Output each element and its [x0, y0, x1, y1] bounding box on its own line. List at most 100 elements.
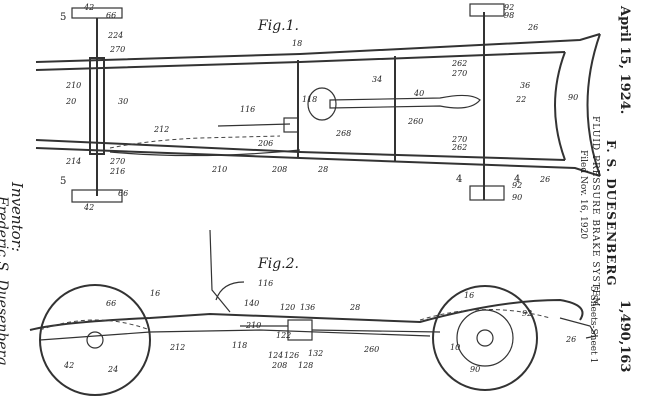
fig1-ref: 214: [65, 157, 81, 166]
fig1-ref: 216: [109, 167, 125, 176]
fig1-ref: 270: [451, 135, 467, 144]
fig2-ref: 92: [522, 309, 532, 318]
fig1-ref: 30: [118, 97, 128, 106]
fig1-ref: 92: [512, 181, 522, 190]
fig2-frame-lower: [39, 329, 431, 341]
fig2-ref: 136: [300, 303, 315, 312]
fig1-ref: 90: [568, 93, 578, 102]
sheets-label: 5 Sheets-Sheet 1: [588, 286, 598, 364]
fig2-ref: 140: [244, 299, 259, 308]
fig2-rear-horn: [559, 317, 597, 339]
fig1-ref: 224: [107, 31, 123, 40]
fig2-ref: 66: [106, 299, 116, 308]
fig2-ref: 260: [363, 345, 379, 354]
patent-number-label: 1,490,163: [617, 300, 632, 373]
fig1-caption: Fig.1.: [257, 18, 299, 34]
fig2-front-hub: [86, 331, 104, 349]
fig1-frame-rail-bottom: [35, 147, 601, 177]
fig2-ref: 24: [107, 365, 118, 374]
fig1-drawing: 5 5 4 4 Fig.1. 66 42 224 270 210 20 30 2…: [35, 3, 601, 212]
fig2-ref: 28: [349, 303, 360, 312]
inventor-signature: Frederic S. Duesenberg: [0, 196, 10, 366]
fig1-ref: 42: [83, 203, 94, 212]
fig1-ref: 26: [527, 23, 538, 32]
fig2-ref: 120: [280, 303, 295, 312]
fig1-section-mark-2: 5: [60, 176, 66, 187]
fig1-brake-line-210: [109, 149, 301, 157]
fig2-ref: 116: [258, 279, 273, 288]
fig2-ref: 16: [464, 291, 474, 300]
fig2-ref: 118: [232, 341, 247, 350]
fig1-ref: 34: [372, 75, 382, 84]
fig1-ref: 18: [292, 39, 302, 48]
fig2-ref: 132: [308, 349, 323, 358]
fig2-brake-line-rear: [311, 329, 441, 333]
fig2-steering-column: [209, 229, 231, 313]
fig2-ref: 212: [169, 343, 185, 352]
filed-label: Filed Nov. 16, 1920: [578, 150, 588, 240]
fig1-ref: 36: [520, 81, 530, 90]
fig1-ref: 26: [539, 175, 550, 184]
fig1-ref: 22: [515, 95, 526, 104]
fig1-ref: 270: [109, 45, 125, 54]
fig1-front-wheel-top: [71, 7, 123, 19]
fig1-ref: 40: [413, 89, 424, 98]
fig1-ref: 262: [451, 59, 467, 68]
fig2-drawing: Fig.2. 116 140 120 136 210 118 122 124 1…: [29, 229, 597, 396]
fig1-section-mark-4: 4: [514, 174, 520, 185]
fig2-ref: 210: [245, 321, 261, 330]
fig2-ref: 128: [298, 361, 313, 370]
fig2-master-cylinder: [287, 319, 313, 341]
fig2-rear-wheel: [432, 285, 538, 391]
fig1-frame-rail-bottom-inner: [35, 139, 566, 161]
title-label: FLUID PRESSURE BRAKE SYSTEM: [590, 116, 600, 308]
fig1-ref: 268: [335, 129, 351, 138]
fig1-rear-curve: [554, 51, 566, 161]
fig1-ref: 208: [271, 165, 287, 174]
fig2-rear-spring: [419, 309, 551, 321]
fig1-rear-curve-outer: [586, 33, 601, 177]
fig1-ref: 20: [65, 97, 76, 106]
fig2-ref: 208: [271, 361, 287, 370]
fig2-ref: 122: [276, 331, 291, 340]
fig2-ref: 126: [284, 351, 299, 360]
fig1-gearbox: [307, 87, 337, 121]
fig1-rear-wheel-top: [469, 3, 505, 17]
fig1-rear-wheel-bottom: [469, 185, 505, 201]
fig2-rear-hub-outer: [456, 309, 514, 367]
fig1-ref: 206: [257, 139, 273, 148]
fig1-pedal-rod: [217, 123, 291, 127]
fig1-ref: 270: [109, 157, 125, 166]
fig1-ref: 92: [504, 3, 514, 12]
fig1-ref: 28: [317, 165, 328, 174]
fig1-ref: 118: [302, 95, 317, 104]
fig1-ref: 66: [118, 189, 128, 198]
inventor-label: F. S. DUESENBERG: [604, 140, 618, 287]
fig2-ref: 90: [470, 365, 480, 374]
fig1-ref: 210: [65, 81, 81, 90]
fig2-front-spring: [39, 319, 151, 331]
fig2-ref: 42: [63, 361, 74, 370]
fig1-torque-tube: [329, 94, 481, 109]
fig1-ref: 90: [512, 193, 522, 202]
fig2-ref: 16: [150, 289, 160, 298]
inventor-heading: Inventor:: [8, 182, 26, 252]
fig1-brake-line-main: [109, 135, 281, 149]
fig1-master-cylinder: [283, 117, 299, 133]
fig1-ref: 98: [504, 11, 514, 20]
fig2-front-wheel: [39, 284, 151, 396]
fig1-ref: 262: [451, 143, 467, 152]
fig1-ref: 260: [407, 117, 423, 126]
fig1-ref: 212: [153, 125, 169, 134]
fig1-section-mark-1: 5: [60, 12, 66, 23]
fig1-ref: 42: [83, 3, 94, 12]
fig2-ref: 124: [268, 351, 283, 360]
fig1-ref: 116: [240, 105, 255, 114]
fig2-ref: 10: [450, 343, 460, 352]
fig1-section-mark-3: 4: [456, 174, 462, 185]
fig2-rear-hub: [476, 329, 494, 347]
fig2-ref: 26: [565, 335, 576, 344]
fig1-ref: 270: [451, 69, 467, 78]
fig1-ref: 66: [106, 11, 116, 20]
